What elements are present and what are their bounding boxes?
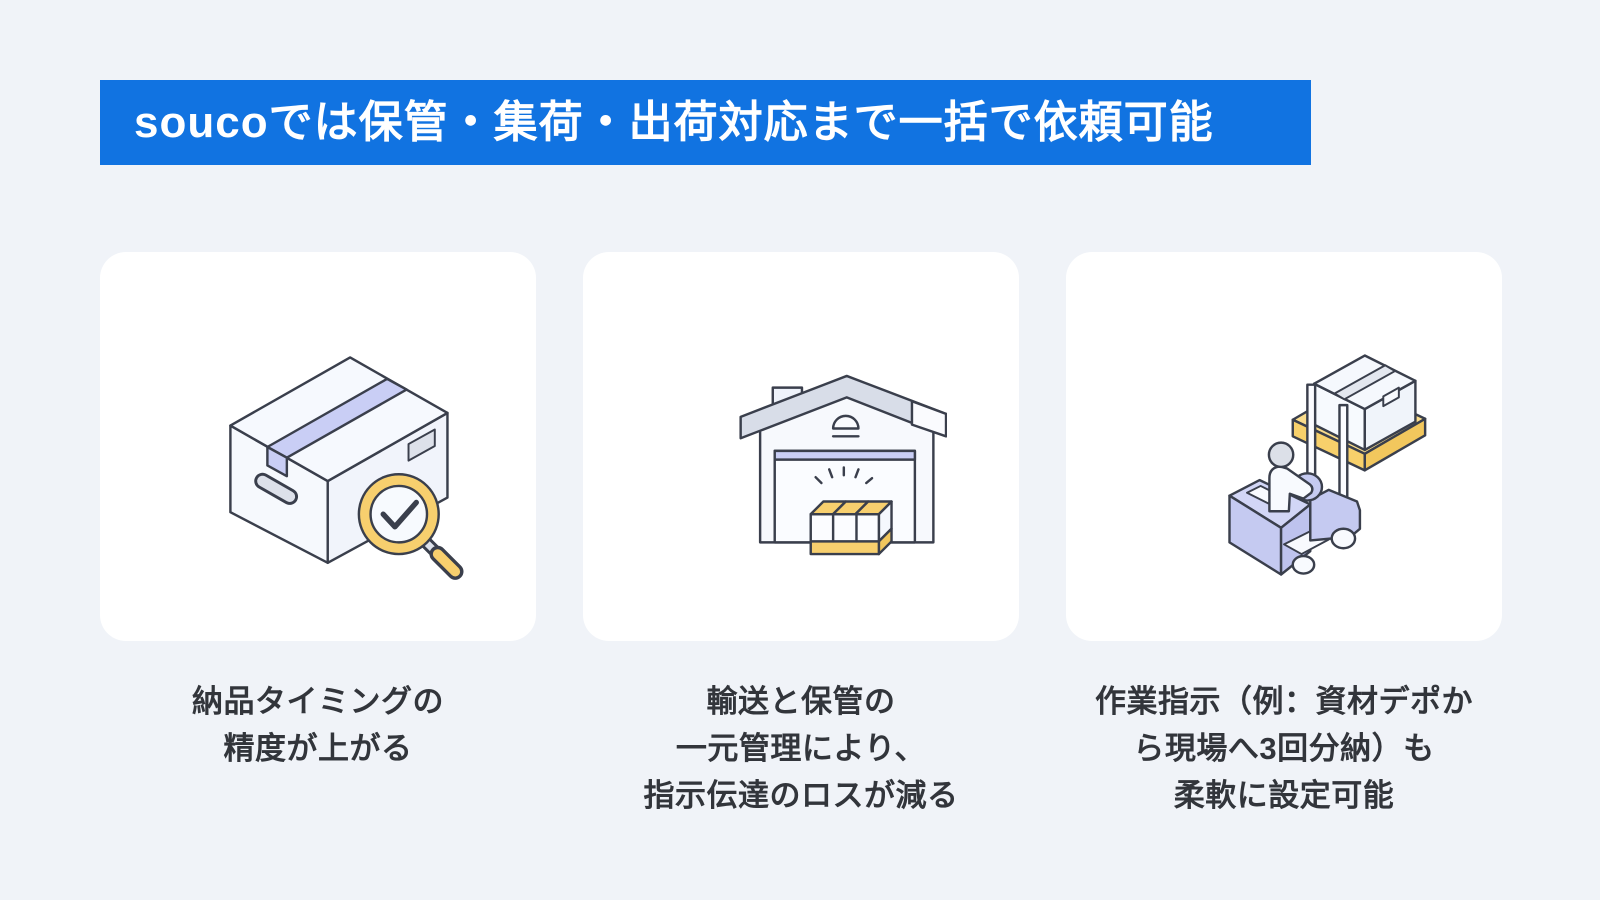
card-warehouse (583, 252, 1019, 641)
caption-line: 精度が上がる (223, 731, 413, 766)
box-check-magnifier-icon (229, 355, 464, 580)
warehouse-icon (739, 374, 947, 555)
caption-line: 作業指示（例：資材デポか (1095, 684, 1473, 719)
caption-forklift: 作業指示（例：資材デポか ら現場へ3回分納）も 柔軟に設定可能 (1066, 678, 1502, 819)
caption-warehouse: 輸送と保管の 一元管理により、 指示伝達のロスが減る (583, 678, 1019, 819)
caption-line: 一元管理により、 (675, 731, 927, 766)
page-title: soucoでは保管・集荷・出荷対応まで一括で依頼可能 (134, 97, 1214, 147)
caption-line: 輸送と保管の (706, 684, 896, 719)
caption-line: ら現場へ3回分納）も (1133, 731, 1435, 766)
card-forklift (1066, 252, 1502, 641)
card-delivery-timing (100, 252, 536, 641)
caption-line: 柔軟に設定可能 (1173, 778, 1395, 813)
title-banner: soucoでは保管・集荷・出荷対応まで一括で依頼可能 (100, 80, 1311, 165)
caption-row: 納品タイミングの 精度が上がる 輸送と保管の 一元管理により、 指示伝達のロスが… (100, 678, 1502, 819)
card-row (100, 252, 1502, 641)
forklift-icon (1228, 353, 1427, 576)
caption-line: 指示伝達のロスが減る (643, 778, 959, 813)
caption-line: 納品タイミングの (192, 684, 444, 719)
caption-delivery-timing: 納品タイミングの 精度が上がる (100, 678, 536, 819)
